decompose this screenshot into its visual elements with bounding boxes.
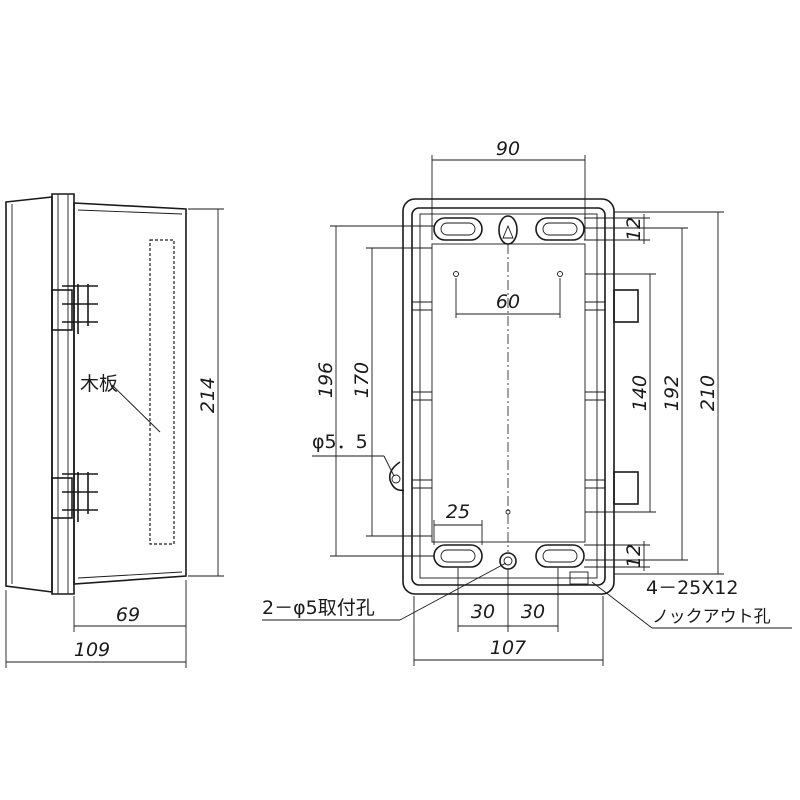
side-hinge-bottom (51, 472, 98, 522)
front-wall-line (419, 213, 598, 579)
mount-leader-diag (399, 562, 507, 621)
wood-board-outline (149, 239, 175, 545)
front-inner-cavity (431, 243, 586, 543)
dim-12-bottom: 12 (623, 544, 645, 568)
side-ear (388, 461, 405, 492)
front-view: φ5．5 90 60 25 30 30 107 196 (262, 138, 792, 666)
dim-90: 90 (496, 138, 520, 160)
dim-210: 210 (697, 375, 719, 411)
dim-140: 140 (629, 375, 651, 411)
small-hole-left (453, 271, 459, 277)
wood-board-leader (111, 384, 161, 433)
side-flange (51, 193, 75, 595)
front-ribs (412, 301, 605, 489)
dim-30-right: 30 (521, 601, 545, 623)
dim-dia-5-5: φ5．5 (312, 431, 368, 453)
side-cover (73, 202, 187, 585)
dim-214: 214 (197, 377, 219, 413)
dim-12-top: 12 (623, 217, 645, 241)
front-outer-frame (402, 198, 615, 595)
bottom-mount-hole (499, 552, 517, 570)
knockout-leader-diag (591, 581, 653, 629)
dim-196: 196 (315, 362, 337, 398)
side-ear-hole (391, 474, 401, 484)
dim-107: 107 (490, 637, 526, 659)
small-hole-right (557, 271, 563, 277)
knockout-name-label: ノックアウト孔 (652, 607, 771, 627)
bottom-knockout-notch (569, 571, 589, 585)
dim-25: 25 (446, 501, 470, 523)
dim-109: 109 (74, 639, 110, 661)
wood-board-label: 木板 (80, 373, 118, 395)
keyhole-mount (498, 215, 518, 245)
side-cover-top-edge (77, 209, 183, 215)
dim-60: 60 (496, 291, 520, 313)
knockout-slots (433, 217, 585, 568)
side-body-back (5, 196, 53, 593)
mount-holes-label: 2－φ5取付孔 (262, 597, 375, 619)
front-inner-frame (411, 207, 606, 586)
side-view: 木板 214 69 109 (5, 193, 224, 668)
side-cover-bottom-edge (77, 571, 183, 579)
knockout-size-label: 4－25X12 (646, 577, 738, 599)
dim-192: 192 (661, 375, 683, 411)
dim-30-left: 30 (471, 601, 495, 623)
side-hinge-top (51, 284, 98, 334)
dim-170: 170 (351, 362, 373, 398)
dim-69: 69 (116, 604, 140, 626)
center-mark (505, 509, 511, 515)
front-hinge-bottom (613, 471, 639, 505)
front-hinge-top (613, 289, 639, 323)
